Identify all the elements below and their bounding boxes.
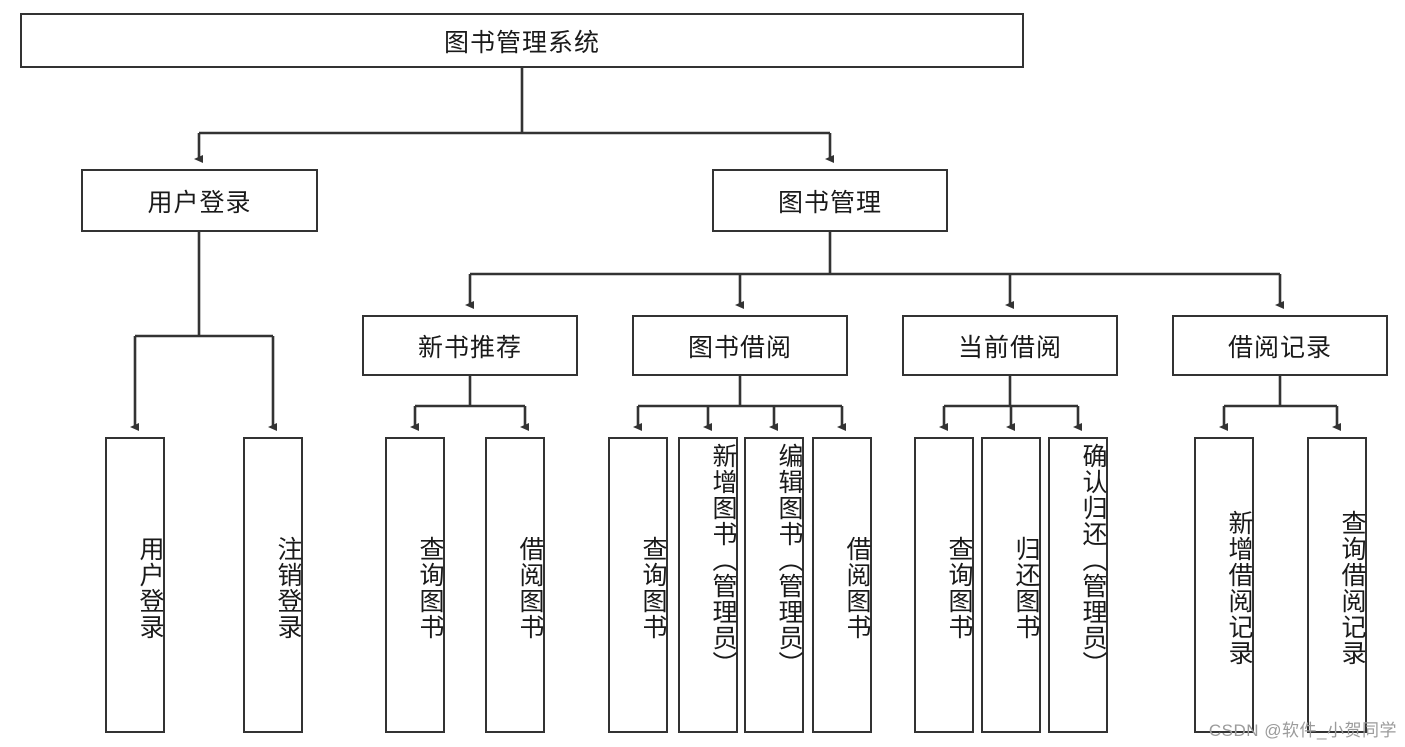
node-leaf-add-book[interactable]: 新增图书（管理员）: [678, 437, 738, 733]
node-book-management-system[interactable]: 图书管理系统: [20, 13, 1024, 68]
node-leaf-add-record[interactable]: 新增借阅记录: [1194, 437, 1254, 733]
node-label: 查询图书: [416, 536, 444, 640]
node-label: 新书推荐: [417, 333, 522, 362]
node-leaf-logout-login[interactable]: 注销登录: [243, 437, 303, 733]
node-label: 借阅图书: [843, 536, 871, 640]
node-label: 新增图书（管理员）: [709, 443, 737, 677]
node-leaf-query-book-3[interactable]: 查询图书: [914, 437, 974, 733]
node-new-book-recommend[interactable]: 新书推荐: [362, 315, 578, 376]
node-label: 新增借阅记录: [1225, 510, 1253, 666]
node-leaf-query-book-2[interactable]: 查询图书: [608, 437, 668, 733]
node-label: 用户登录: [136, 536, 164, 640]
node-label: 借阅图书: [516, 536, 544, 640]
node-leaf-borrow-book-2[interactable]: 借阅图书: [812, 437, 872, 733]
node-label: 查询图书: [639, 536, 667, 640]
node-label: 图书管理: [777, 188, 882, 217]
node-label: 归还图书: [1012, 536, 1040, 640]
node-label: 当前借阅: [957, 333, 1062, 362]
node-label: 图书借阅: [687, 333, 792, 362]
node-leaf-edit-book[interactable]: 编辑图书（管理员）: [744, 437, 804, 733]
node-book-management[interactable]: 图书管理: [712, 169, 948, 232]
node-label: 确认归还（管理员）: [1079, 443, 1107, 677]
node-borrow-record[interactable]: 借阅记录: [1172, 315, 1388, 376]
node-leaf-confirm-return[interactable]: 确认归还（管理员）: [1048, 437, 1108, 733]
node-label: 用户登录: [147, 188, 252, 217]
csdn-watermark: CSDN @软件_小贺同学: [1208, 721, 1397, 740]
node-label: 查询图书: [945, 536, 973, 640]
node-label: 注销登录: [274, 536, 302, 640]
node-leaf-return-book[interactable]: 归还图书: [981, 437, 1041, 733]
node-current-borrow[interactable]: 当前借阅: [902, 315, 1118, 376]
node-leaf-query-record[interactable]: 查询借阅记录: [1307, 437, 1367, 733]
node-label: 图书管理系统: [443, 28, 600, 57]
node-book-borrow[interactable]: 图书借阅: [632, 315, 848, 376]
node-leaf-borrow-book-1[interactable]: 借阅图书: [485, 437, 545, 733]
node-label: 查询借阅记录: [1338, 510, 1366, 666]
node-leaf-user-login[interactable]: 用户登录: [105, 437, 165, 733]
node-label: 编辑图书（管理员）: [775, 443, 803, 677]
node-leaf-query-book-1[interactable]: 查询图书: [385, 437, 445, 733]
node-label: 借阅记录: [1227, 333, 1332, 362]
node-user-login[interactable]: 用户登录: [81, 169, 318, 232]
